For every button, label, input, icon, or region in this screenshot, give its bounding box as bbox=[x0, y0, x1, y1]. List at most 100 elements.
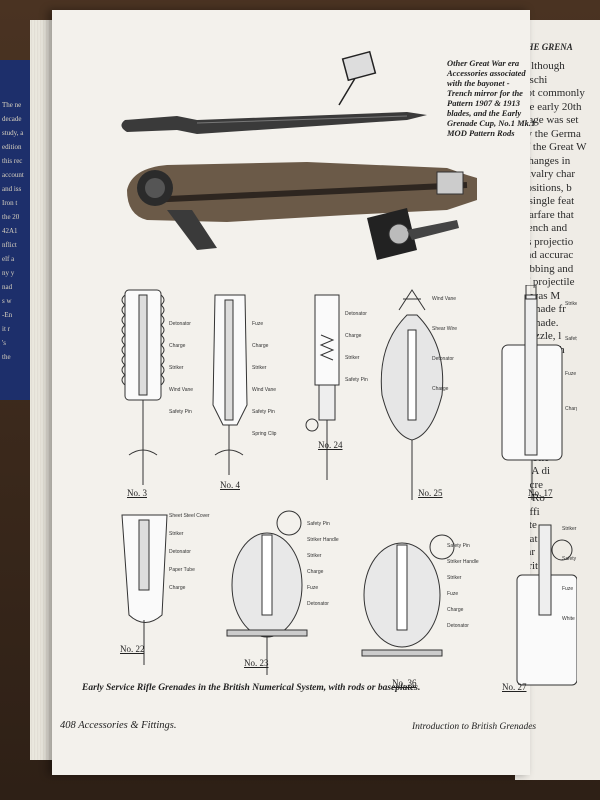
grenade-part-label: Charge bbox=[307, 569, 324, 575]
left-book-line: s w bbox=[2, 297, 12, 305]
grenade-part-label: Striker bbox=[169, 365, 184, 371]
grenade-part-label: Detonator bbox=[169, 549, 191, 555]
grenade-part-label: Safety Pin bbox=[345, 377, 368, 383]
grenade-label-no36: No. 36 bbox=[392, 678, 417, 688]
grenade-label-no22: No. 22 bbox=[120, 644, 145, 654]
grenade-part-label: Striker bbox=[565, 301, 577, 307]
grenade-part-label: Safety Pin bbox=[565, 336, 577, 342]
grenade-part-label: Detonator bbox=[307, 601, 329, 607]
grenade-no36-drawing bbox=[361, 534, 455, 657]
grenade-no22-drawing bbox=[121, 514, 168, 665]
grenade-part-label: Striker bbox=[447, 575, 462, 581]
left-book-line: the 20 bbox=[2, 213, 20, 221]
grenade-part-label: Shear Wire bbox=[432, 326, 457, 332]
grenade-no27-drawing bbox=[516, 524, 577, 686]
right-page-line: and accurac bbox=[521, 249, 574, 261]
grenade-part-label: Striker bbox=[562, 526, 577, 532]
grenade-part-label: Safety Pin bbox=[169, 409, 192, 415]
left-book-line: 's bbox=[2, 339, 6, 347]
photo-caption-line: Pattern 1907 & 1913 bbox=[447, 98, 520, 108]
grenade-part-label: Fuze bbox=[565, 371, 576, 377]
photo-caption-line: Other Great War era bbox=[447, 58, 520, 68]
right-page-line: positions, b bbox=[521, 181, 572, 194]
grenade-no24-drawing bbox=[305, 294, 340, 480]
page-number: 408 bbox=[60, 720, 76, 731]
left-book-line: edition bbox=[2, 143, 22, 151]
grenade-no17-drawing bbox=[501, 285, 563, 500]
left-book-line: nad bbox=[2, 283, 13, 291]
section-name: Accessories & Fittings. bbox=[78, 720, 177, 731]
grenade-part-label: Fuze bbox=[562, 586, 573, 592]
grenade-part-label: Charge bbox=[345, 333, 362, 339]
grenade-part-label: Wind Vane bbox=[169, 387, 193, 393]
right-page-line: trench and bbox=[521, 222, 568, 234]
photo-caption-line: Trench mirror for the bbox=[447, 88, 523, 98]
grenade-part-label: Detonator bbox=[345, 311, 367, 317]
grenade-no25-drawing bbox=[380, 289, 444, 500]
right-page-line: its projectio bbox=[521, 235, 574, 248]
right-page-line: cavalry char bbox=[521, 168, 576, 180]
grenade-label-no17: No. 17 bbox=[528, 488, 553, 498]
grenade-no3-drawing bbox=[121, 289, 165, 485]
right-page-line: A lthough bbox=[521, 60, 565, 72]
grenade-part-label: Sheet Steel Cover bbox=[169, 513, 210, 519]
right-page-line: lobbing and bbox=[521, 262, 574, 275]
grenade-part-label: Spring Clip bbox=[252, 431, 277, 437]
grenade-part-label: Detonator bbox=[432, 356, 454, 362]
grenade-part-label: Striker Handle bbox=[307, 537, 339, 543]
left-book-line: study, a bbox=[2, 129, 24, 137]
grenade-part-label: Charge bbox=[432, 386, 449, 392]
right-page-line: Changes in bbox=[521, 154, 571, 167]
grenade-part-label: Fuze bbox=[307, 585, 318, 591]
photo-caption-line: blades, and the Early bbox=[447, 108, 522, 118]
left-book-line: -En bbox=[2, 311, 13, 319]
right-page-line: stage was set bbox=[521, 114, 579, 126]
left-book-line: and iss bbox=[2, 185, 22, 193]
grenade-part-label: Detonator bbox=[447, 623, 469, 629]
grenade-label-no23: No. 23 bbox=[244, 658, 269, 668]
right-page-line: not commonly bbox=[521, 87, 585, 99]
grenade-part-label: Striker bbox=[169, 531, 184, 537]
left-book-line: Iron t bbox=[2, 199, 18, 207]
left-book-line: elf a bbox=[2, 255, 15, 263]
rifle-bayonet-photo bbox=[121, 50, 477, 260]
grenade-part-label: Charge bbox=[447, 607, 464, 613]
right-page-line: the early 20th bbox=[521, 100, 582, 113]
grenade-part-label: Charge bbox=[169, 343, 186, 349]
grenade-part-label: Striker bbox=[252, 365, 267, 371]
grenade-part-label: Charge bbox=[169, 585, 186, 591]
left-book-line: The ne bbox=[2, 101, 22, 109]
left-book-line: decade bbox=[2, 115, 22, 123]
grenade-part-label: Charge bbox=[565, 406, 577, 412]
diagram-caption: Early Service Rifle Grenades in the Brit… bbox=[82, 683, 421, 693]
grenade-part-label: Safety Pin bbox=[252, 409, 275, 415]
grenade-part-label: Wind Vane bbox=[432, 296, 456, 302]
photo-caption-line: Grenade Cup, No.1 Mk.1 bbox=[447, 118, 536, 128]
left-book-line: nflict bbox=[2, 241, 17, 249]
right-page-heading: THE GRENA bbox=[521, 42, 573, 52]
grenade-no4-drawing bbox=[212, 294, 248, 475]
grenade-label-no4: No. 4 bbox=[220, 480, 240, 490]
grenade-part-label: Safety Pin bbox=[562, 556, 577, 562]
photo-caption-line: MOD Pattern Rods bbox=[447, 128, 515, 138]
grenade-part-label: Safety Pin bbox=[447, 543, 470, 549]
grenade-part-label: Striker Handle bbox=[447, 559, 479, 565]
grenade-part-label: Striker bbox=[307, 553, 322, 559]
grenade-part-label: Fuze bbox=[447, 591, 458, 597]
grenade-part-label: Safety Pin bbox=[307, 521, 330, 527]
grenade-label-no24: No. 24 bbox=[318, 440, 343, 450]
grenade-part-label: White Phosphorus bbox=[562, 616, 577, 622]
grenade-part-label: Wind Vane bbox=[252, 387, 276, 393]
grenade-part-label: Detonator bbox=[169, 321, 191, 327]
grenade-label-no25: No. 25 bbox=[418, 488, 443, 498]
page-footer-left: 408 Accessories & Fittings. bbox=[60, 720, 176, 731]
grenade-part-label: Striker bbox=[345, 355, 360, 361]
photo-caption-line: Accessories associated bbox=[447, 68, 526, 78]
left-book-line: the bbox=[2, 353, 11, 361]
right-page-line: a single feat bbox=[521, 195, 575, 207]
left-book-line: account bbox=[2, 171, 24, 179]
left-book-line: 42A1 bbox=[2, 227, 18, 235]
